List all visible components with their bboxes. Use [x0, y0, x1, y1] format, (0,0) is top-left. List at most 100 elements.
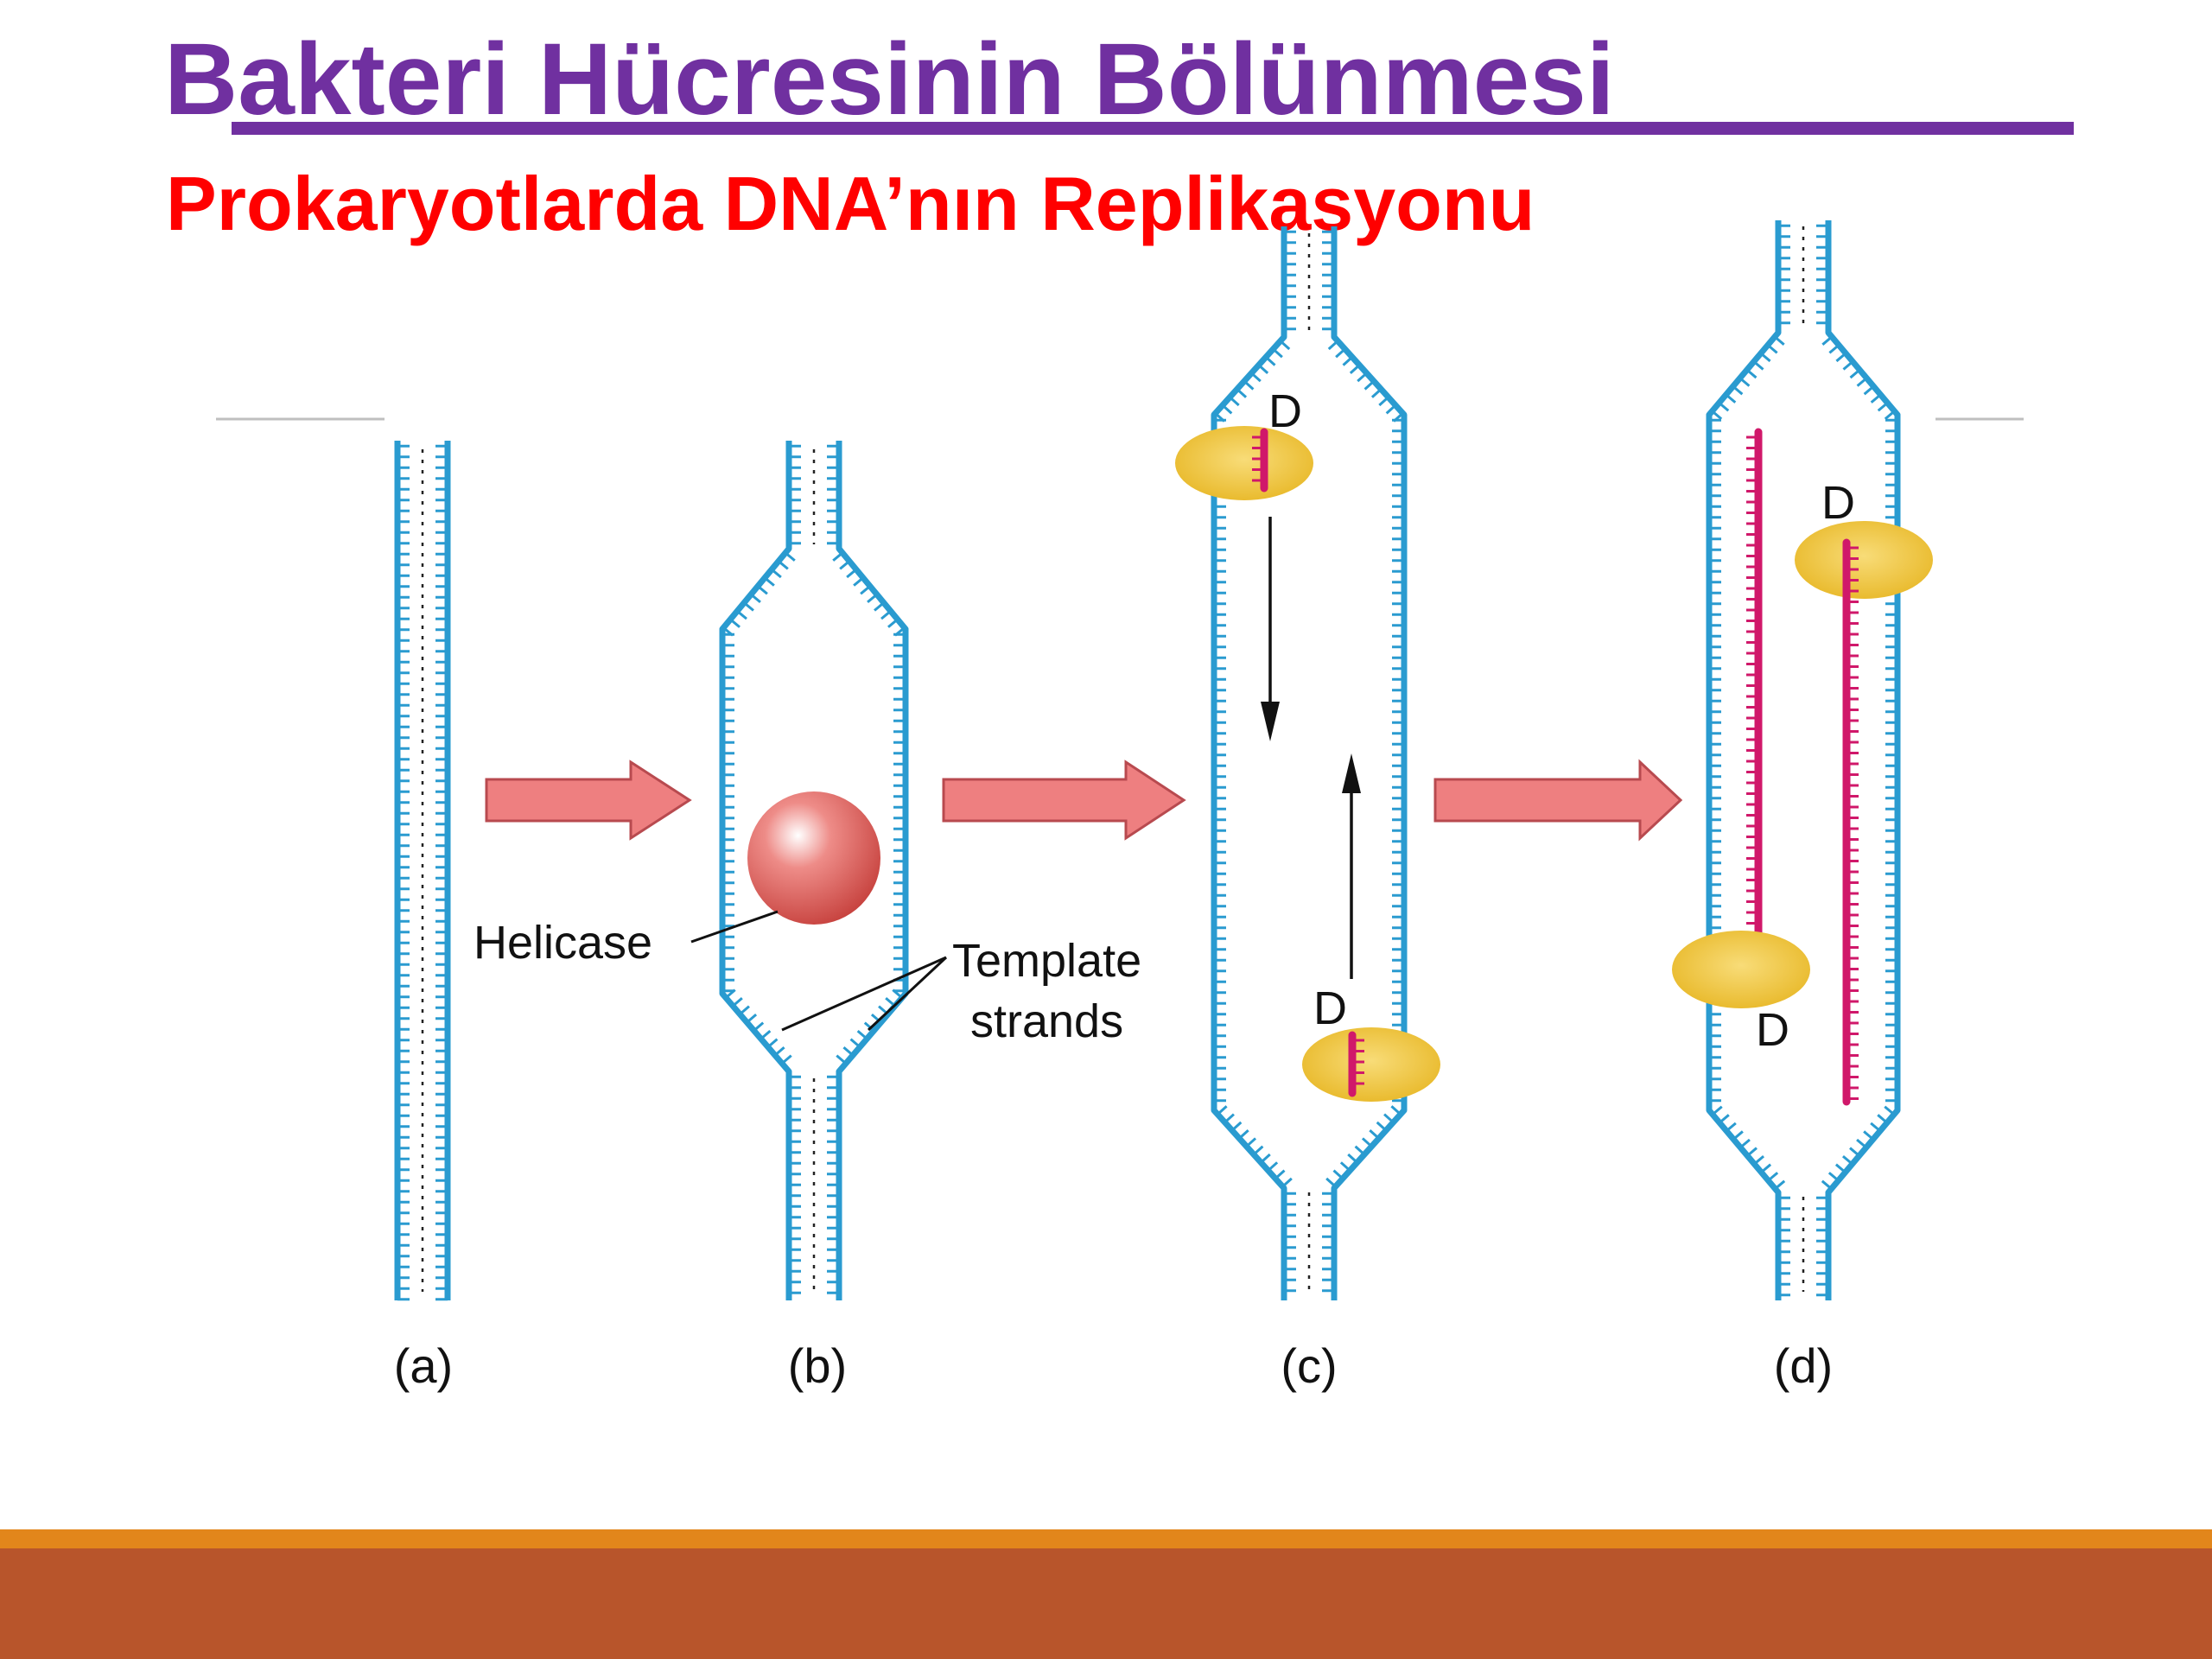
new-strand-d-left: [1746, 428, 1763, 989]
polymerase-label-d-bottom: D: [1756, 1004, 1789, 1056]
template-strand-right-base: [1877, 402, 1889, 412]
template-strand-left-base: [778, 560, 789, 570]
template-strand-right-base: [853, 576, 864, 587]
template-strand-right-base: [1827, 1172, 1840, 1182]
template-strand-right-base: [842, 1046, 855, 1057]
template-strand-left-base: [1274, 1169, 1286, 1180]
template-strand-right-base: [1327, 340, 1339, 351]
template-strand-left-base: [1760, 1163, 1772, 1173]
template-strand-right: [1825, 220, 1901, 1300]
template-strand-right-base: [1390, 1105, 1402, 1116]
dna-panel-a: [394, 441, 451, 1301]
template-strand-right-base: [1884, 410, 1896, 420]
template-strand-right-base: [1385, 404, 1397, 415]
template-strand-right-base: [874, 601, 885, 612]
template-strand-left-base: [1230, 1121, 1243, 1132]
template-strand-left-base: [771, 568, 782, 579]
template-strand-left-base: [757, 585, 768, 595]
template-strand-left-base: [1272, 347, 1283, 359]
template-strand-left-base: [1732, 385, 1744, 396]
dna-panel-c: [1211, 226, 1408, 1300]
template-strand-left-base: [1738, 377, 1751, 387]
template-strand-left-base: [760, 1029, 772, 1040]
template-strand-left-base: [1712, 1105, 1723, 1116]
panel-label-c: (c): [1281, 1338, 1337, 1393]
template-strand-right-base: [1347, 1153, 1358, 1164]
direction-arrowhead-up: [1342, 753, 1361, 793]
new-strand-c-top: [1252, 428, 1268, 493]
title-underline: [232, 122, 2074, 135]
template-strand-left-base: [1726, 1122, 1737, 1133]
template-strand-right-base: [1354, 1145, 1366, 1156]
polymerase-label-d-top: D: [1821, 477, 1855, 529]
polymerase-d-bottom: [1672, 931, 1810, 1008]
template-strand-right-base: [885, 997, 896, 1007]
template-strand-left-base: [1711, 410, 1723, 420]
template-strand-right-base: [860, 585, 871, 595]
template-strand-right-base: [1339, 1161, 1351, 1172]
template-strand-right-base: [1370, 388, 1382, 398]
template-strand-left-base: [725, 988, 736, 999]
template-strand-right-base: [846, 568, 857, 579]
template-strand-left-base: [1745, 368, 1758, 379]
template-strand-left-base: [1753, 1154, 1765, 1166]
template-strand-right-base: [1863, 1130, 1874, 1141]
template-strand-left-base: [750, 593, 761, 604]
process-arrow-2: [942, 760, 1186, 841]
template-strand-left-base: [1719, 1114, 1730, 1124]
template-strand-left-base: [736, 610, 747, 620]
template-strand-left-base: [1250, 372, 1262, 383]
template-strand-left-base: [1243, 379, 1255, 391]
template-strand-left-base: [1267, 1161, 1279, 1172]
template-strand-right-base: [856, 1029, 868, 1040]
template-strand-right-base: [1363, 379, 1375, 391]
template-strand-left-base: [1238, 1129, 1249, 1140]
template-strand-left-base: [1718, 402, 1730, 412]
template-strand-right-base: [1849, 368, 1861, 379]
template-strand-left-base: [1746, 1147, 1758, 1157]
template-strand-right-base: [1870, 1122, 1881, 1133]
polymerase-label-c-bottom: D: [1313, 982, 1347, 1034]
template-strand-left-base: [1766, 344, 1778, 354]
panel-label-d: (d): [1774, 1338, 1833, 1393]
template-strand-left-base: [1260, 1153, 1271, 1164]
process-arrow-3: [1433, 759, 1683, 842]
template-strand-left-base: [1224, 1113, 1235, 1124]
helicase-sphere: [747, 791, 880, 925]
template-strand-right-base: [1842, 360, 1854, 371]
template-strand-right-base: [867, 593, 878, 604]
process-arrow-1: [485, 760, 692, 841]
template-strand-left-base: [785, 551, 796, 562]
template-strand-left-base: [739, 1005, 750, 1015]
template-strand-left-base: [753, 1021, 765, 1032]
template-strand-right-base: [832, 551, 843, 562]
new-strand-c-bottom: [1348, 1031, 1364, 1097]
template-strand-left-base: [1732, 1130, 1744, 1141]
template-strand-right-base: [1834, 1163, 1847, 1173]
template-pointer-2: [867, 956, 948, 1032]
template-strand-right-base: [1863, 385, 1875, 396]
template-strand-right-base: [1325, 1177, 1337, 1188]
template-strand-left-base: [1725, 393, 1737, 404]
template-strand-left-base: [732, 997, 743, 1007]
template-strand-right-base: [892, 988, 903, 999]
dna-panel-d: [1706, 220, 1901, 1300]
template-label-line1: Template: [952, 935, 1141, 987]
helicase-label: Helicase: [474, 917, 652, 969]
template-strand-left-base: [1279, 340, 1291, 351]
template-strand-left-base: [1257, 364, 1269, 374]
template-strand-right: [1331, 226, 1408, 1300]
template-strand-left-base: [1767, 1172, 1779, 1182]
template-strand-right-base: [1841, 1154, 1853, 1166]
template-strand-right-base: [887, 618, 899, 628]
template-strand-left-base: [781, 1054, 792, 1065]
new-strand-d-right: [1842, 538, 1859, 1106]
template-strand-right-base: [1870, 393, 1882, 404]
template-strand-left-base: [1217, 1105, 1228, 1116]
template-strand-left-base: [1221, 404, 1233, 415]
template-strand-right-base: [1376, 1121, 1388, 1132]
panel-label-b: (b): [788, 1338, 847, 1393]
template-strand-left-base: [1774, 335, 1785, 346]
template-strand-right-base: [1849, 1147, 1860, 1157]
